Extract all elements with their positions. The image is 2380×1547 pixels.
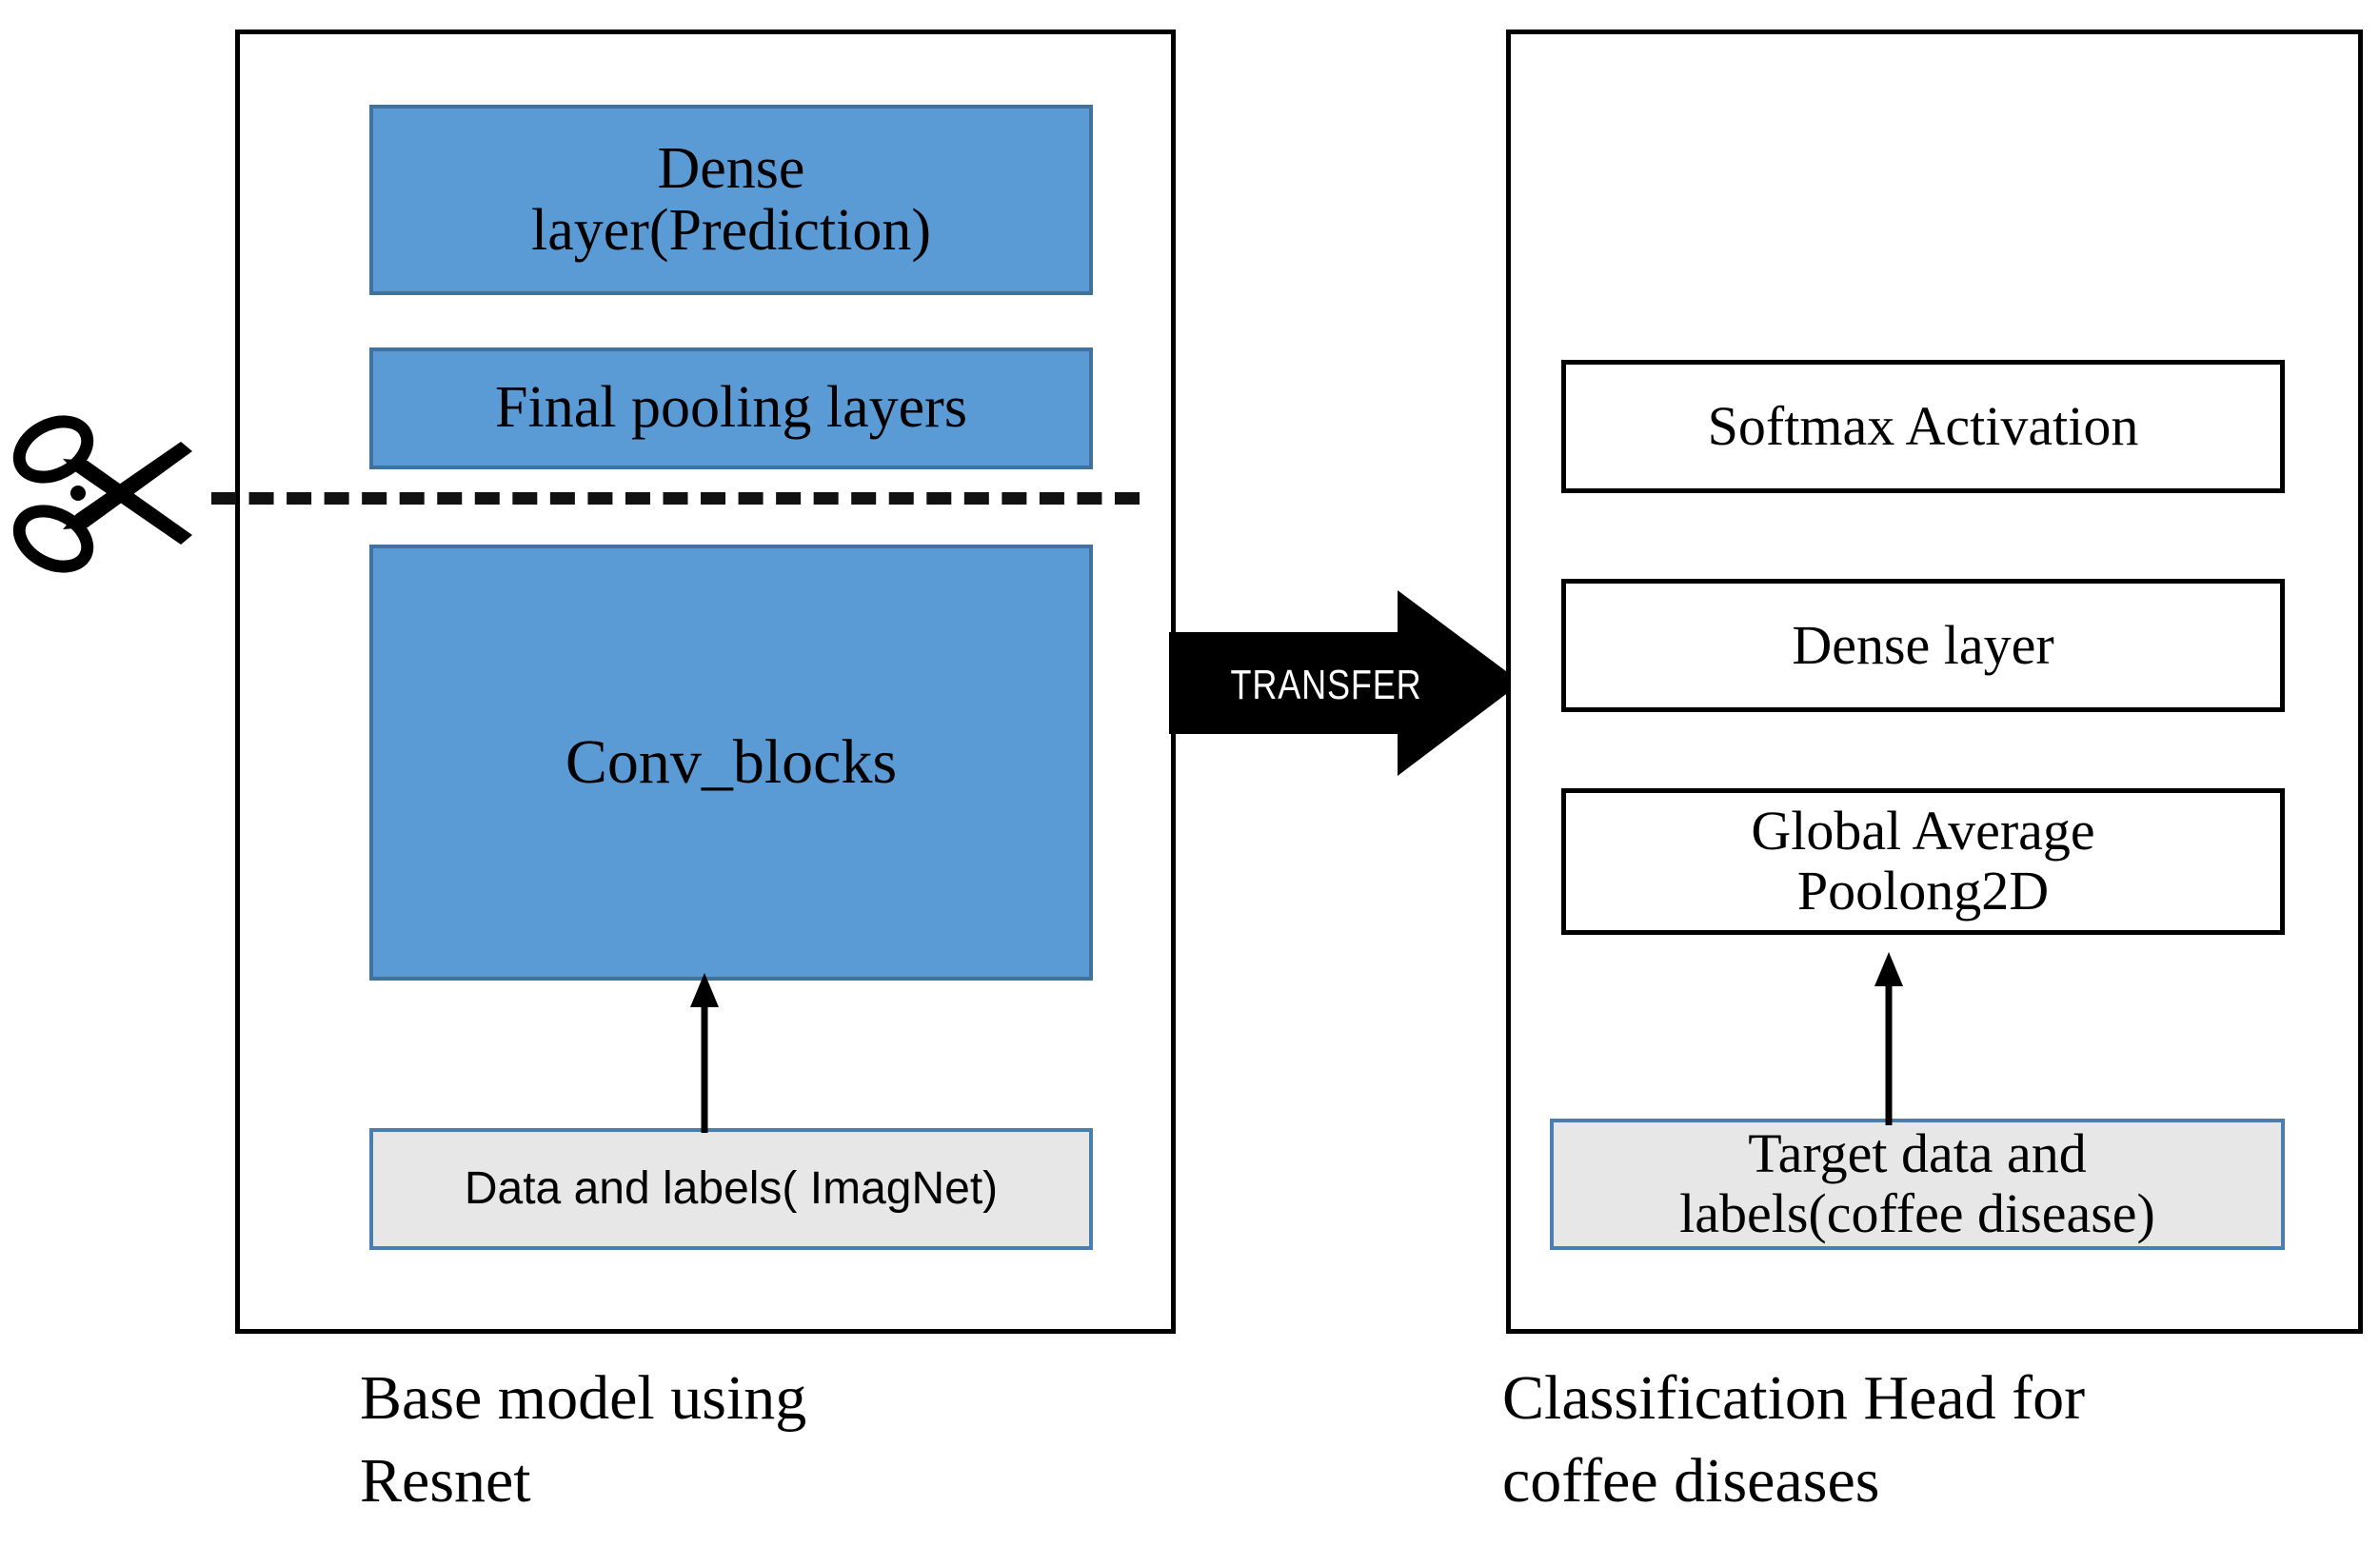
- layer-box-softmax-activation[interactable]: Softmax Activation: [1561, 360, 2285, 493]
- data-label-imagnet: Data and labels( ImagNet): [464, 1162, 999, 1214]
- layer-box-final-pooling[interactable]: Final pooling layers: [369, 347, 1093, 469]
- layer-label-global-average-pooling: Global Average Poolong2D: [1751, 800, 2095, 922]
- layer-label-softmax-activation: Softmax Activation: [1707, 394, 2139, 457]
- transfer-arrow[interactable]: [1169, 590, 1521, 776]
- layer-box-dense-layer[interactable]: Dense layer: [1561, 579, 2285, 712]
- layer-box-dense-prediction[interactable]: Dense layer(Prediction): [369, 105, 1093, 295]
- layer-label-dense-prediction: Dense layer(Prediction): [530, 135, 932, 263]
- arrow-target-data-to-pooling: [1874, 952, 1903, 1125]
- scissors-icon: [12, 415, 192, 573]
- layer-label-final-pooling: Final pooling layers: [495, 375, 967, 441]
- data-label-target: Target data and labels(coffee disease): [1679, 1122, 2155, 1244]
- layer-box-global-average-pooling[interactable]: Global Average Poolong2D: [1561, 788, 2285, 935]
- layer-label-dense-layer: Dense layer: [1792, 613, 2054, 676]
- arrow-data-to-conv-blocks: [690, 973, 719, 1133]
- data-box-imagnet[interactable]: Data and labels( ImagNet): [369, 1128, 1093, 1250]
- cut-line-dashed: [211, 492, 1140, 505]
- data-box-target[interactable]: Target data and labels(coffee disease): [1550, 1119, 2285, 1250]
- caption-classification-head: Classification Head for coffee diseases: [1502, 1363, 2086, 1517]
- layer-label-conv-blocks: Conv_blocks: [565, 727, 898, 798]
- layer-box-conv-blocks[interactable]: Conv_blocks: [369, 545, 1093, 981]
- caption-base-model: Base model using Resnet: [360, 1363, 807, 1517]
